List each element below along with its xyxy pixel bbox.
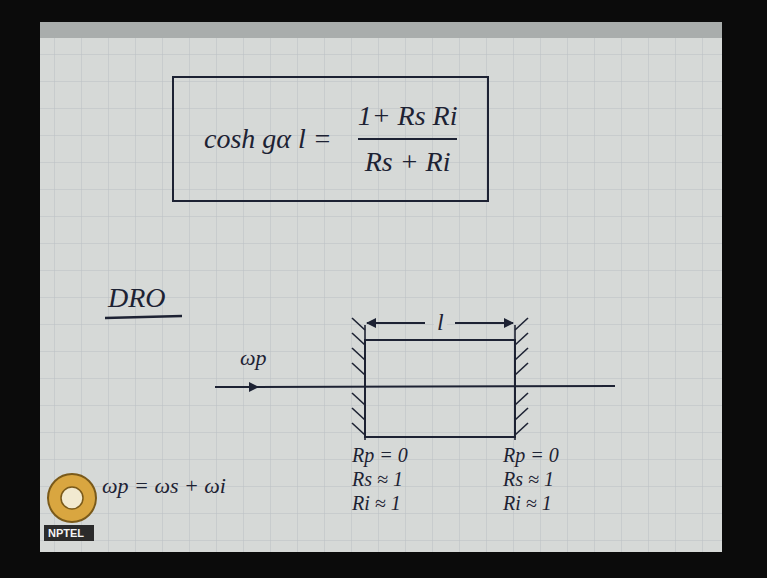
numerator: 1+ Rs Ri — [358, 100, 458, 132]
equation-lhs: cosh gα l = — [204, 123, 332, 155]
reflectivity-label: Rp = 0 — [352, 444, 408, 466]
reflectivity-label: Rs ≈ 1 — [352, 468, 403, 490]
reflectivity-label: Ri ≈ 1 — [352, 492, 401, 514]
crystal — [365, 340, 515, 437]
nptel-logo — [44, 474, 96, 541]
length-arrow — [367, 322, 425, 324]
left-mirror — [352, 318, 365, 440]
denominator: Rs + Ri — [365, 146, 451, 178]
page-edge — [40, 22, 722, 38]
right-mirror — [515, 318, 528, 440]
logo-text: NPTEL — [48, 527, 84, 539]
energy-conservation: ωp = ωs + ωi — [102, 474, 226, 498]
section-heading: DRO — [108, 283, 166, 314]
paper — [40, 22, 722, 552]
equation-box: cosh gα l = 1+ Rs Ri Rs + Ri — [172, 76, 489, 202]
underline — [105, 316, 182, 318]
fraction: 1+ Rs Ri Rs + Ri — [358, 100, 458, 178]
beam-axis — [215, 386, 615, 387]
reflectivity-label: Rs ≈ 1 — [503, 468, 554, 490]
grid — [40, 22, 722, 552]
length-label: l — [434, 309, 447, 335]
reflectivity-label: Rp = 0 — [503, 444, 559, 466]
length-arrow — [455, 322, 513, 324]
reflectivity-label: Ri ≈ 1 — [503, 492, 552, 514]
fraction-bar — [358, 138, 458, 140]
pump-arrow — [225, 386, 258, 388]
pump-label: ωp — [240, 346, 267, 370]
